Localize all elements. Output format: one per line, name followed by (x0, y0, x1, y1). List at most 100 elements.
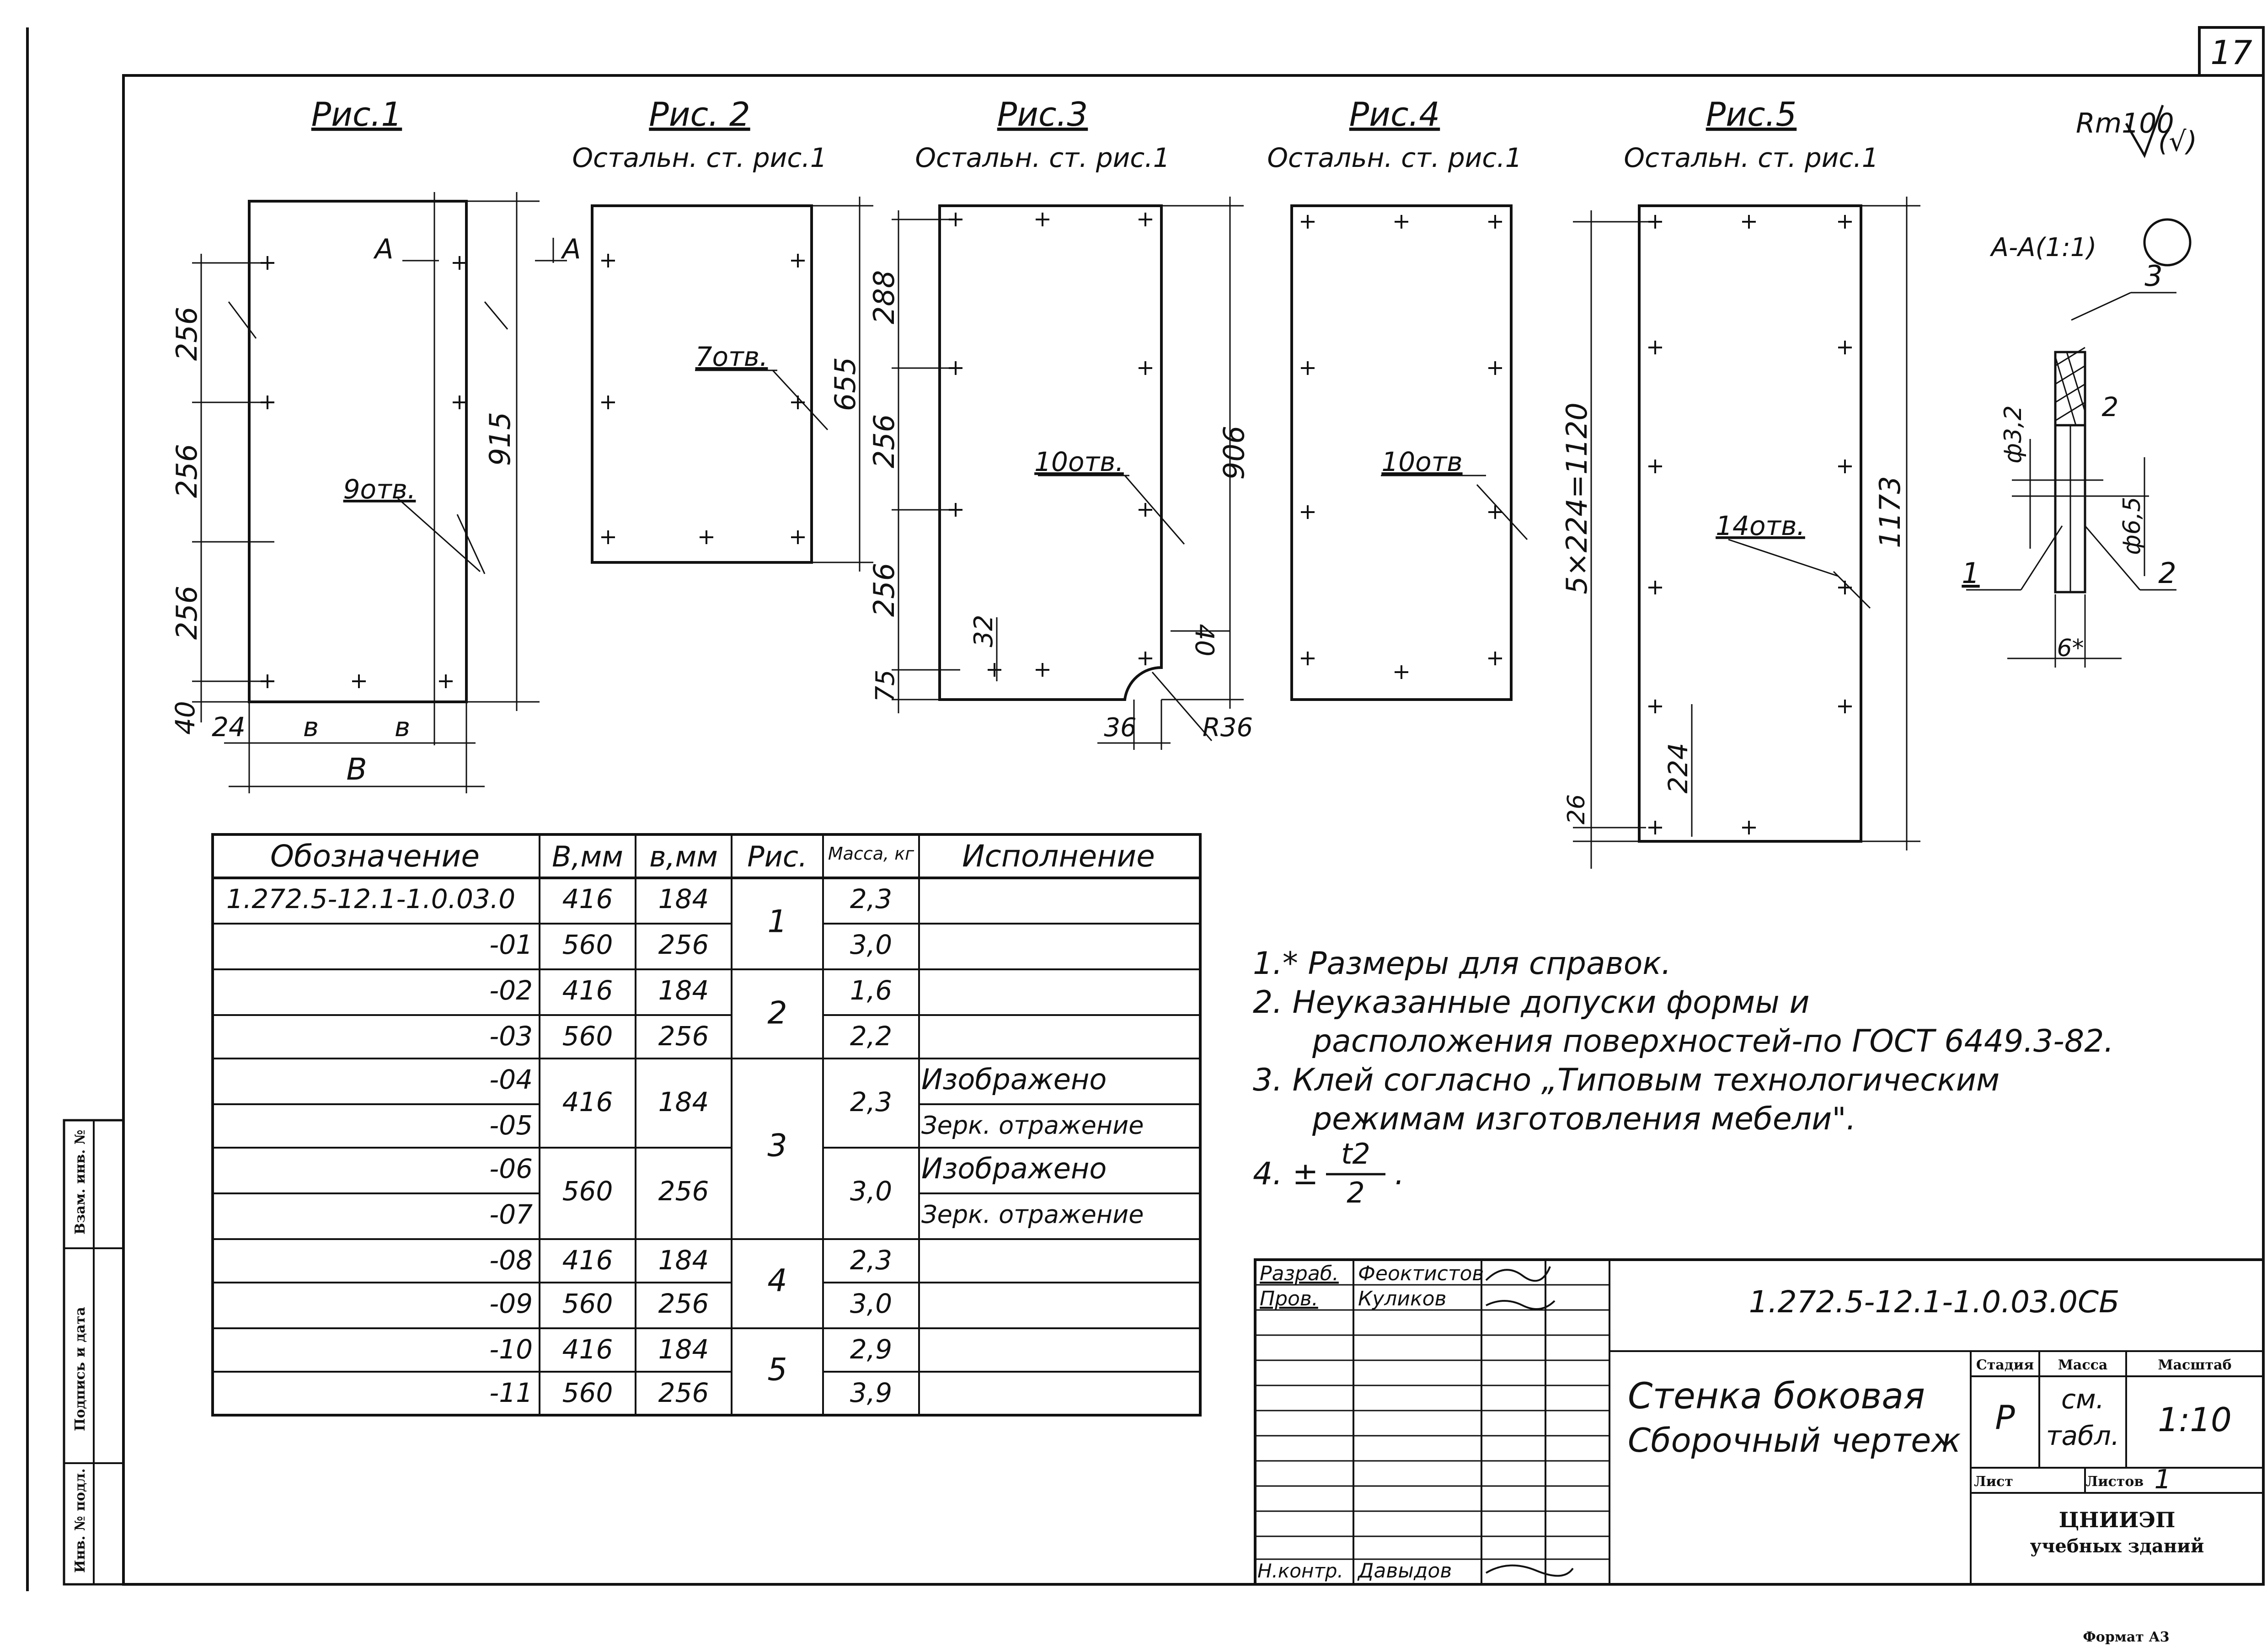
stamp-signatures (1485, 1266, 1574, 1577)
fig2-holes (601, 254, 805, 544)
side-stamp-replace: Взам. инв. № (72, 1130, 88, 1235)
fig3-holes-label: 10отв. (1034, 446, 1124, 477)
table-header-B: В,мм (552, 840, 623, 873)
table-cell-B: 416 (562, 883, 613, 914)
stamp-sheets-label: Листов (2086, 1474, 2144, 1490)
fig4-holes-label: 10отв (1381, 446, 1462, 477)
table-cell-designation: -06 (489, 1153, 533, 1184)
table-cell-B: 416 (562, 1245, 613, 1276)
table-cell-B: 560 (562, 929, 613, 960)
stamp-doc-code: 1.272.5-12.1-1.0.03.0СБ (1749, 1284, 2120, 1320)
fig2-holes-label: 7отв. (695, 341, 768, 372)
table-cell-mass: 2,3 (850, 1086, 892, 1117)
fig1-cut-a: А (373, 233, 393, 265)
table-cell-designation: -10 (489, 1334, 533, 1365)
fig1-dim-3: 40 (170, 701, 201, 735)
stamp-role-checker: Пров. (1260, 1287, 1318, 1310)
stamp-name-normcontrol: Давыдов (1357, 1559, 1452, 1582)
table-cell-mass: 2,9 (850, 1334, 892, 1365)
table-cell-fig: 3 (767, 1128, 787, 1164)
fig3-panel: 288 256 256 75 32 906 40 36 R36 10отв. (867, 197, 1253, 750)
fig4-holes (1301, 215, 1502, 679)
fig3-dim-4: 32 (969, 615, 999, 647)
table-cell-designation: -01 (489, 929, 533, 960)
table-cell-fig: 5 (767, 1352, 787, 1388)
section-label-2-bottom: 2 (2158, 556, 2176, 590)
section-label-1: 1 (1962, 556, 1979, 590)
fig4-title: Рис.4 (1349, 95, 1440, 134)
table-cell-B: 560 (562, 1021, 613, 1052)
table-cell-designation: -05 (489, 1110, 533, 1141)
stamp-name-developer: Феоктистов (1358, 1262, 1484, 1285)
fig3-dim-5: 906 (1216, 426, 1250, 480)
table-cell-mass: 3,0 (850, 1176, 892, 1207)
fig3-dim-1: 256 (867, 414, 901, 468)
note-line-4: 3. Клей согласно „Типовым технологически… (1253, 1062, 2000, 1098)
note-line-2: 2. Неуказанные допуски формы и (1253, 984, 1810, 1021)
side-stamp-inventory: Инв. № подл. (72, 1468, 88, 1573)
stamp-mass-label: Масса (2058, 1357, 2108, 1373)
table-cell-B: 416 (562, 1086, 613, 1117)
side-stamp: Взам. инв. № Подпись и дата Инв. № подл. (63, 1119, 125, 1586)
stamp-mass-2: табл. (2046, 1420, 2120, 1451)
table-cell-B: 560 (562, 1288, 613, 1319)
fig2-subtitle: Остальн. ст. рис.1 (572, 142, 827, 173)
fig5-panel: 5×224=1120 1173 224 26 14отв. (1560, 197, 1920, 869)
stamp-scale: 1:10 (2158, 1401, 2232, 1439)
stamp-role-developer: Разраб. (1260, 1262, 1339, 1285)
section-aa: А-А(1:1) 3 2 1 2 ф3,2 ф6,5 6* (1962, 218, 2192, 668)
fig2-panel: 655 7отв. (591, 197, 873, 572)
fig1-panel: 256 256 256 40 24 в в В 915 9отв. А А (170, 192, 581, 793)
fig1-dim-2: 256 (170, 586, 203, 640)
stamp-sheets-count: 1 (2155, 1464, 2171, 1495)
side-stamp-signature: Подпись и дата (72, 1307, 88, 1431)
svg-text:(√): (√) (2158, 126, 2197, 158)
section-dim-thickness: 6* (2057, 635, 2084, 662)
stamp-sheet-label: Лист (1974, 1474, 2013, 1490)
fig5-holes-label: 14отв. (1716, 510, 1805, 541)
note-fraction-num: t2 (1341, 1137, 1370, 1171)
table-header-fig: Рис. (747, 840, 807, 873)
table-cell-b: 256 (658, 1288, 709, 1319)
notes: 1.* Размеры для справок. 2. Неуказанные … (1253, 946, 2114, 1209)
table-cell-execution: Зерк. отражение (921, 1111, 1144, 1140)
table-cell-B: 560 (562, 1176, 613, 1207)
title-block: Разраб. Феоктистов Пров. Куликов Н.контр… (1254, 1258, 2265, 1586)
table-cell-mass: 3,0 (850, 929, 892, 960)
note-fraction-den: 2 (1347, 1176, 1364, 1209)
table-cell-B: 416 (562, 975, 613, 1006)
stamp-mass-1: см. (2061, 1384, 2104, 1415)
table-cell-mass: 2,2 (850, 1021, 892, 1052)
table-cell-b: 184 (658, 975, 709, 1006)
table-cell-execution: Зерк. отражение (921, 1200, 1144, 1229)
fig1-dim-1: 256 (170, 444, 203, 498)
table-cell-b: 184 (658, 1334, 709, 1365)
section-label-2-top: 2 (2102, 391, 2119, 422)
format-label: Формат А3 (2083, 1629, 2169, 1645)
fig3-holes (949, 213, 1152, 677)
stamp-stage: Р (1995, 1398, 2015, 1437)
section-label-3: 3 (2144, 259, 2162, 293)
fig4-panel: 10отв (1290, 204, 1528, 701)
table-cell-fig: 4 (767, 1263, 787, 1299)
fig1-dim-7: В (346, 752, 367, 787)
stamp-scale-label: Масштаб (2158, 1357, 2231, 1373)
fig1-dim-8: 915 (483, 412, 517, 466)
table-cell-fig: 1 (767, 904, 787, 940)
table-cell-designation: -09 (489, 1288, 533, 1319)
table-cell-fig: 2 (767, 995, 787, 1032)
section-title: А-А(1:1) (1990, 233, 2097, 262)
table-cell-mass: 3,0 (850, 1288, 892, 1319)
note-line-3: расположения поверхностей-по ГОСТ 6449.3… (1312, 1023, 2114, 1059)
table-cell-designation: -02 (489, 975, 533, 1006)
fig5-subtitle: Остальн. ст. рис.1 (1624, 142, 1878, 173)
roughness-mark: Rm100 (√) (2076, 105, 2197, 158)
outer-frame (26, 26, 2265, 1591)
spec-table: Обозначение В,мм в,мм Рис. Масса, кг Исп… (211, 833, 1202, 1417)
note-line-1: 1.* Размеры для справок. (1253, 946, 1671, 982)
stamp-org-2: учебных зданий (2030, 1535, 2204, 1557)
table-cell-mass: 3,9 (850, 1377, 892, 1408)
fig3-dim-0: 288 (867, 270, 901, 324)
figure-titles: Рис.1 Рис. 2 Остальн. ст. рис.1 Рис.3 Ос… (311, 95, 1879, 173)
